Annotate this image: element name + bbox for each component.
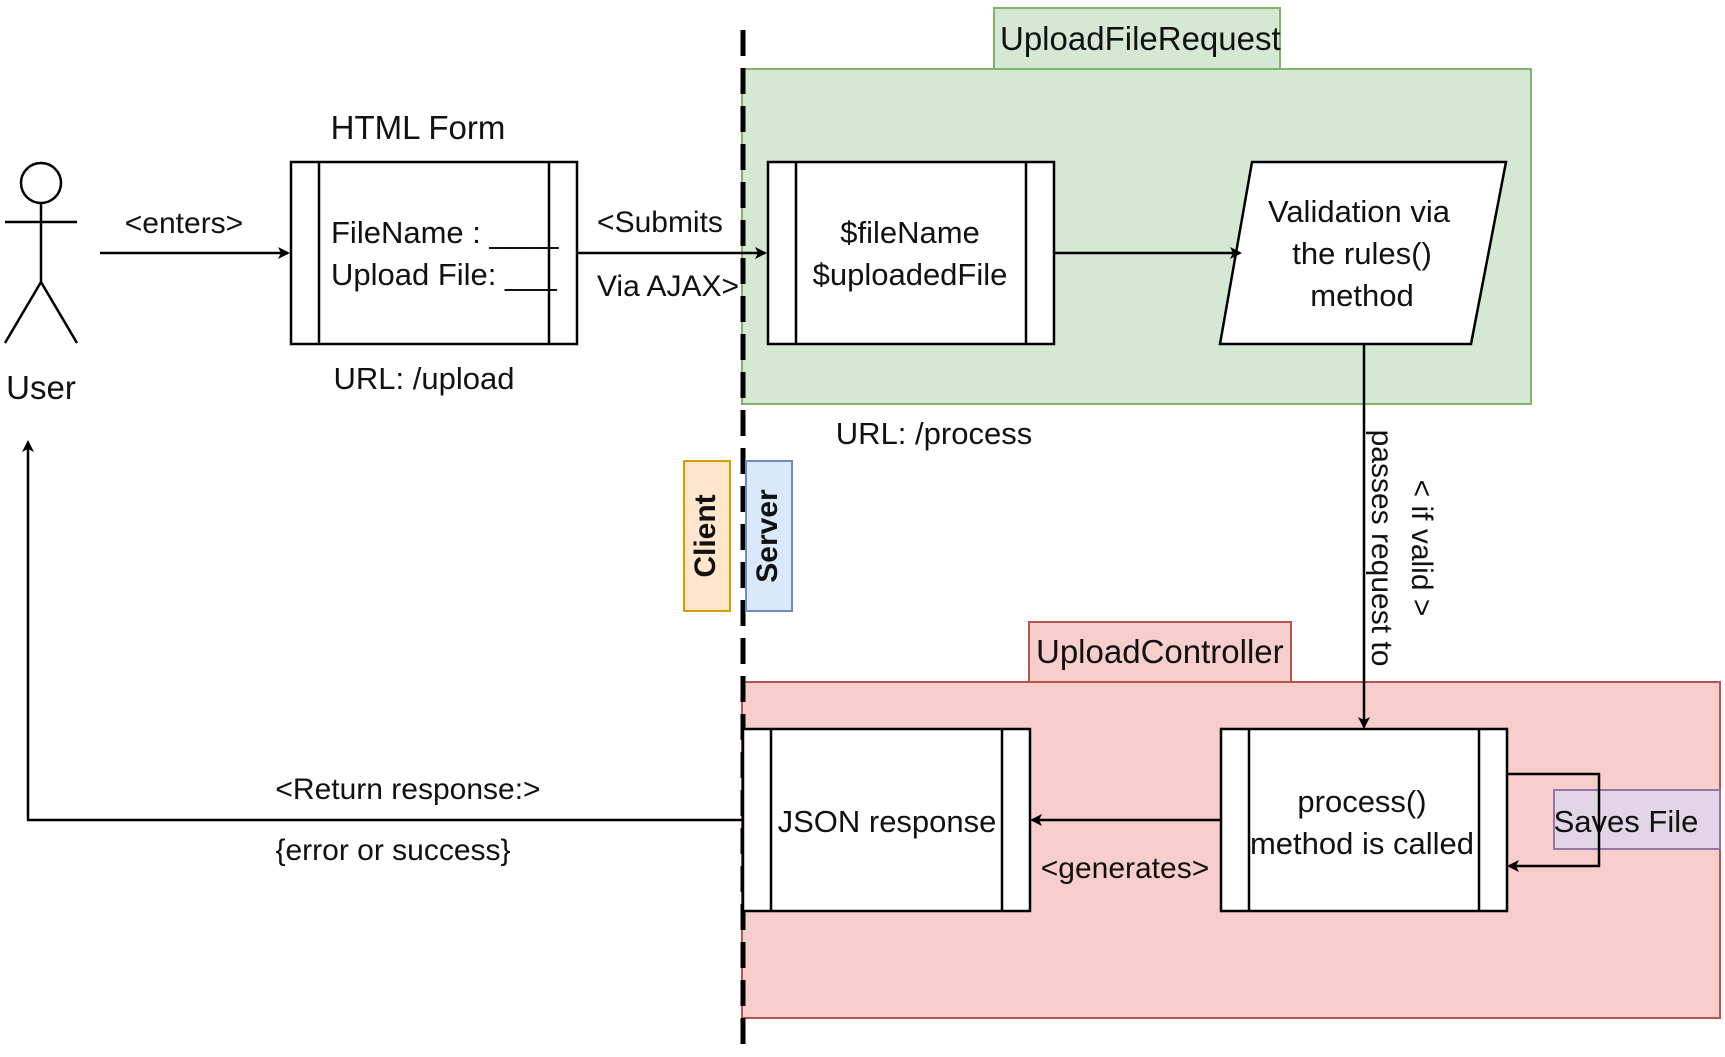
enters-label: <enters> xyxy=(125,207,243,240)
return-response-arrow xyxy=(22,440,743,822)
html-form-box xyxy=(289,160,579,346)
html-form-filename-field: FileName : ____ xyxy=(331,215,559,250)
return-label-line2: {error or success} xyxy=(275,834,510,867)
validation-text-line2: the rules() xyxy=(1292,236,1432,271)
request-field-uploadedfile: $uploadedFile xyxy=(813,257,1008,292)
submits-label-line1: <Submits xyxy=(597,206,723,239)
upload-file-request-title: UploadFileRequest xyxy=(1000,20,1281,57)
validation-text-line1: Validation via xyxy=(1268,194,1451,229)
server-label: Server xyxy=(751,489,784,583)
generates-label: <generates> xyxy=(1041,852,1209,885)
user-label: User xyxy=(6,369,76,406)
client-label-box xyxy=(683,460,731,612)
saves-file-loop-arrow xyxy=(1507,772,1601,872)
process-method-line2: method is called xyxy=(1250,826,1474,861)
user-actor-icon xyxy=(3,161,79,344)
process-method-line1: process() xyxy=(1297,784,1426,819)
request-fields-box xyxy=(766,160,1056,346)
submits-label-line2: Via AJAX> xyxy=(597,270,739,303)
passes-label-line1: < if valid > xyxy=(1405,480,1438,617)
process-method-box xyxy=(1219,727,1509,913)
html-form-upload-field: Upload File: ___ xyxy=(331,257,558,292)
json-response-label: JSON response xyxy=(778,804,997,839)
return-label-line1: <Return response:> xyxy=(275,773,540,806)
upload-controller-title: UploadController xyxy=(1036,633,1284,670)
validation-parallelogram xyxy=(1218,160,1508,346)
validation-text-line3: method xyxy=(1310,278,1413,313)
html-form-title: HTML Form xyxy=(331,109,506,146)
client-label: Client xyxy=(689,494,722,577)
request-field-filename: $fileName xyxy=(840,215,980,250)
upload-file-request-title-box xyxy=(993,7,1281,70)
process-url: URL: /process xyxy=(836,416,1032,451)
html-form-url: URL: /upload xyxy=(334,361,515,396)
passes-label-line2: passes request to xyxy=(1365,430,1398,667)
upload-controller-title-box xyxy=(1028,621,1292,683)
saves-file-box xyxy=(1553,789,1721,850)
server-label-box xyxy=(745,460,793,612)
saves-file-label: Saves File xyxy=(1554,804,1699,839)
